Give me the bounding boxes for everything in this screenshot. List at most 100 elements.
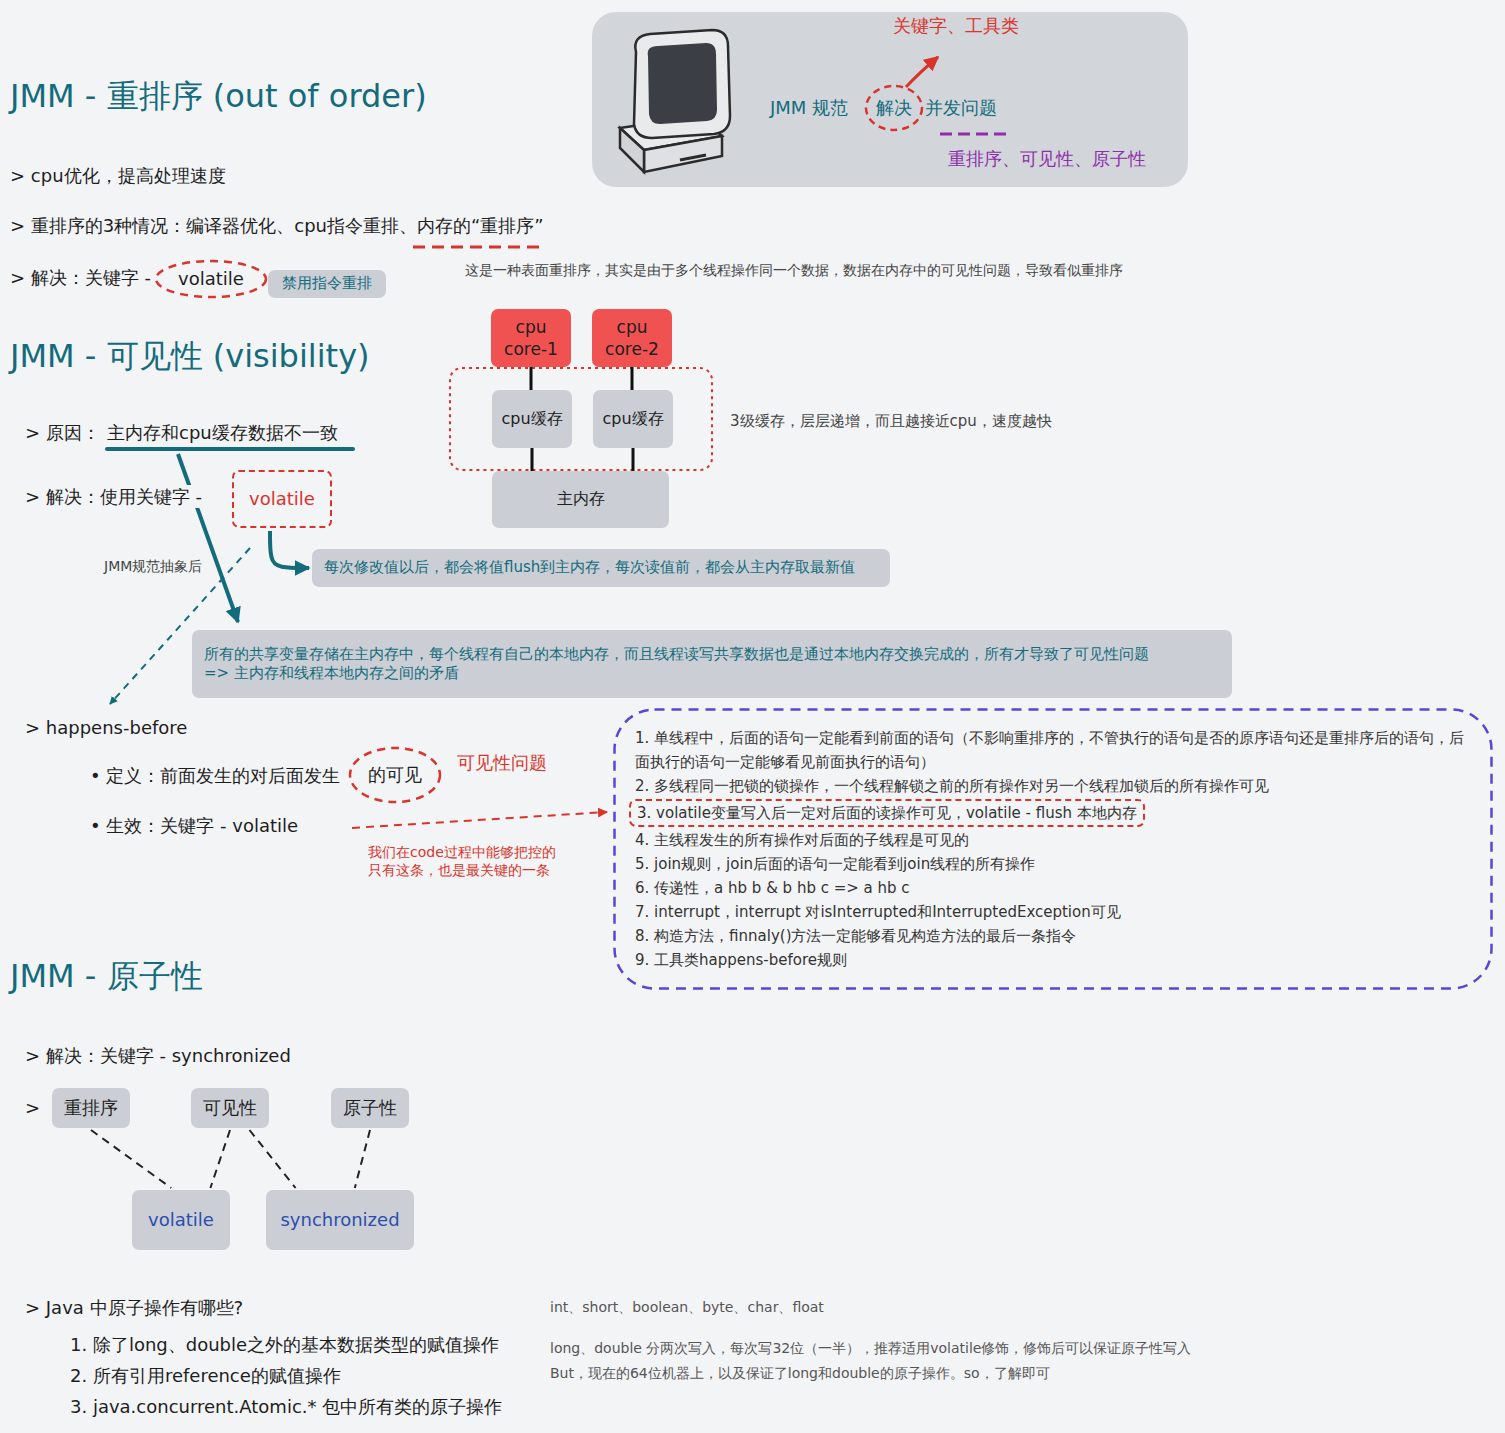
note-tag: 禁用指令重排: [268, 270, 386, 298]
label-anchor: 主内存和cpu缓存数据不一致: [107, 421, 338, 444]
connector: [530, 367, 533, 390]
label-anchor: > happens-before: [25, 716, 187, 739]
node-text: cpu core-2: [600, 316, 664, 360]
node-text: 2. 多线程同一把锁的锁操作，一个线程解锁之前的所有操作对另一个线程加锁后的所有…: [635, 774, 1471, 798]
underline: [940, 133, 1010, 136]
list-item: 1. 除了long、double之外的基本数据类型的赋值操作: [70, 1333, 499, 1356]
label-anchor: long、double 分两次写入，每次写32位（一半），推荐适用volatil…: [550, 1339, 1191, 1357]
bullet-text: • 定义：前面发生的对后面发生: [90, 764, 340, 787]
node-text: 原子性: [343, 1096, 397, 1119]
label-anchor: >: [25, 1096, 40, 1119]
label-anchor: > 原因：: [25, 421, 100, 444]
highlight-circle: [866, 86, 922, 130]
node-text: 9. 工具类happens-before规则: [635, 948, 1471, 972]
label-anchor: > cpu优化，提高处理速度: [10, 164, 226, 187]
node-text: cpu core-1: [499, 316, 563, 360]
node-text: 并发问题: [925, 96, 997, 119]
label-anchor: JMM - 原子性: [10, 956, 203, 998]
concept-panel: 关键字、工具类 JMM 规范 解决并发问题重排序、可见性、原子性: [592, 12, 1188, 187]
highlight-ellipse: volatile: [154, 259, 268, 299]
list-item: 2. 所有引用reference的赋值操作: [70, 1364, 341, 1387]
label-anchor: 2. 所有引用reference的赋值操作: [70, 1364, 341, 1387]
label-anchor: > 解决：关键字 -: [10, 266, 151, 289]
label-anchor: 我们在code过程中能够把控的 只有这条，也是最关键的一条: [368, 843, 564, 879]
highlighted-rule: 3. volatile变量写入后一定对后面的读操作可见，volatile - f…: [629, 799, 1145, 827]
side-note: long、double 分两次写入，每次写32位（一半），推荐适用volatil…: [550, 1339, 1191, 1357]
node-text: 可见性: [203, 1096, 257, 1119]
connector: [250, 1130, 296, 1188]
bullet-text: > 解决：关键字 - synchronized: [25, 1044, 291, 1067]
explanation-band: 所有的共享变量存储在主内存中，每个线程有自己的本地内存，而且线程读写共享数据也是…: [192, 630, 1232, 698]
node-text: 7. interrupt，interrupt 对isInterrupted和In…: [635, 900, 1471, 924]
node-text: 1. 单线程中，后面的语句一定能看到前面的语句（不影响重排序的，不管执行的语句是…: [635, 726, 1471, 774]
rounded-outline: [615, 710, 1492, 989]
bullet-text: > 原因：: [25, 421, 100, 444]
cache-box: cpu缓存: [492, 390, 572, 448]
computer-monitor: [634, 30, 730, 138]
bullet-text: > happens-before: [25, 716, 187, 739]
text-anchor: JMM 规范: [770, 96, 848, 119]
side-note: int、short、boolean、byte、char、float: [550, 1298, 824, 1316]
text-anchor: 关键字、工具类: [893, 14, 1019, 37]
pointer-arrow: [178, 454, 238, 622]
node-text: 的可见: [368, 763, 422, 786]
label-anchor: > Java 中原子操作有哪些?: [25, 1296, 243, 1319]
computer-screen: [648, 43, 717, 124]
text-anchor: 解决: [876, 96, 912, 119]
label-anchor: • 定义：前面发生的对后面发生: [90, 764, 340, 787]
bullet-text: > Java 中原子操作有哪些?: [25, 1296, 243, 1319]
node-text: volatile: [249, 487, 315, 510]
bullet-text: >: [25, 1096, 40, 1119]
rule-list: 1. 单线程中，后面的语句一定能看到前面的语句（不影响重排序的，不管执行的语句是…: [613, 708, 1493, 990]
label-anchor: 可见性问题: [457, 751, 547, 774]
list-item: 3. java.concurrent.Atomic.* 包中所有类的原子操作: [70, 1395, 502, 1418]
section-heading: JMM - 可见性 (visibility): [10, 336, 370, 378]
ellipse-outline: [350, 748, 440, 802]
side-note: 这是一种表面重排序，其实是由于多个线程操作同一个数据，数据在内存中的可见性问题，…: [465, 261, 1123, 279]
node-text: volatile: [148, 1208, 214, 1231]
connector: [531, 448, 534, 471]
label-anchor: 1. 除了long、double之外的基本数据类型的赋值操作: [70, 1333, 499, 1356]
label-anchor: int、short、boolean、byte、char、float: [550, 1298, 824, 1316]
computer-base-front: [644, 136, 722, 172]
connector: [355, 1130, 370, 1188]
bullet-text: > 重排序的3种情况：编译器优化、cpu指令重排、内存的“重排序”: [10, 214, 544, 237]
node-text: 8. 构造方法，finnaly()方法一定能够看见构造方法的最后一条指令: [635, 924, 1471, 948]
annotation: 可见性问题: [457, 751, 547, 774]
node-text: 6. 传递性，a hb b & b hb c => a hb c: [635, 876, 1471, 900]
node-text: 3. volatile变量写入后一定对后面的读操作可见，volatile - f…: [637, 801, 1137, 825]
section-heading: JMM - 重排序 (out of order): [10, 76, 427, 118]
node-text: cpu缓存: [501, 409, 562, 430]
ellipse-outline: [156, 261, 266, 297]
node-text: 重排序: [64, 1096, 118, 1119]
side-note: JMM规范抽象后: [104, 557, 202, 575]
label-anchor: JMM - 重排序 (out of order): [10, 76, 427, 118]
concept-tag: 可见性: [191, 1088, 269, 1128]
keyword-box: volatile: [232, 470, 332, 528]
label-anchor: > 解决：关键字 - synchronized: [25, 1044, 291, 1067]
concept-tag: 原子性: [331, 1088, 409, 1128]
section-heading: JMM - 原子性: [10, 956, 203, 998]
bullet-text: > 解决：关键字 -: [10, 266, 151, 289]
node-text: 重排序、可见性、原子性: [948, 147, 1146, 170]
node-text: => 主内存和线程本地内存之间的矛盾: [204, 664, 459, 684]
label-anchor: 这是一种表面重排序，其实是由于多个线程操作同一个数据，数据在内存中的可见性问题，…: [465, 261, 1123, 279]
connector: [270, 531, 309, 568]
label-anchor: JMM规范抽象后: [104, 557, 202, 575]
label-anchor: > 重排序的3种情况：编译器优化、cpu指令重排、内存的“重排序”: [10, 214, 544, 237]
memory-box: 主内存: [492, 471, 669, 528]
bullet-text: > cpu优化，提高处理速度: [10, 164, 226, 187]
side-note: But，现在的64位机器上，以及保证了long和double的原子操作。so，了…: [550, 1364, 1050, 1382]
label-anchor: But，现在的64位机器上，以及保证了long和double的原子操作。so，了…: [550, 1364, 1050, 1382]
node-text: 禁用指令重排: [282, 274, 372, 294]
computer-illustration: [620, 30, 730, 172]
node-text: 所有的共享变量存储在主内存中，每个线程有自己的本地内存，而且线程读写共享数据也是…: [204, 645, 1149, 665]
text-anchor: 并发问题: [925, 96, 997, 119]
panel-fill: [592, 12, 1188, 187]
pointer-arrow: [352, 812, 607, 828]
label-anchor: 3级缓存，层层递增，而且越接近cpu，速度越快: [730, 412, 1052, 432]
connector: [632, 448, 635, 471]
keyword-tag: synchronized: [266, 1190, 414, 1250]
side-note: 3级缓存，层层递增，而且越接近cpu，速度越快: [730, 412, 1052, 432]
